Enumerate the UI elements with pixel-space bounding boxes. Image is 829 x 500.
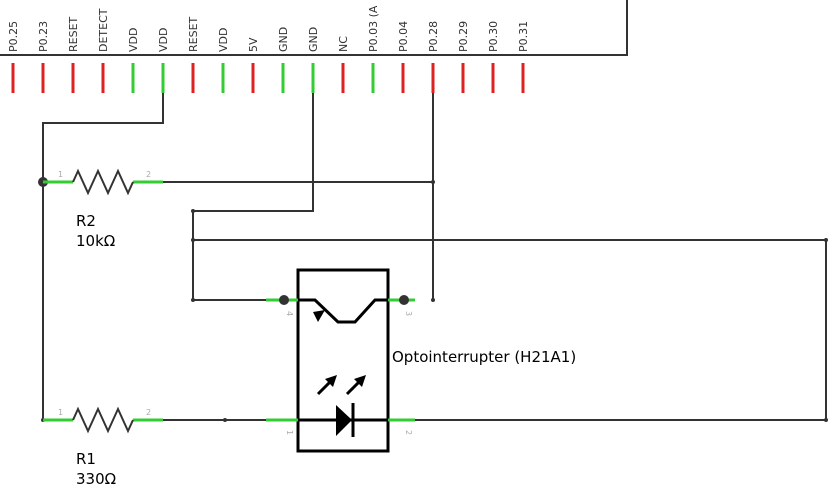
header-pin[interactable]: DETECT xyxy=(97,8,110,93)
junction-dot xyxy=(191,298,195,302)
header-pin-label: P0.04 xyxy=(397,21,410,52)
header-pin-label: VDD xyxy=(157,28,170,52)
header-pin-label: VDD xyxy=(217,28,230,52)
header-pin[interactable]: P0.25 xyxy=(7,21,20,93)
header-pin-label: VDD xyxy=(127,28,140,52)
resistor-r1[interactable]: 1 2 R1 330Ω xyxy=(43,406,163,488)
header-pin[interactable]: NC xyxy=(337,36,350,93)
header-pin-label: GND xyxy=(307,27,320,52)
header-pin[interactable]: RESET xyxy=(187,16,200,93)
header-pin[interactable]: RESET xyxy=(67,16,80,93)
opto-pin4-dot xyxy=(279,295,289,305)
opto-pin3-number: 3 xyxy=(404,311,413,316)
opto-pin4-number: 4 xyxy=(285,311,294,316)
header-pin-label: RESET xyxy=(187,16,200,52)
header-pin[interactable]: 5V xyxy=(247,37,260,93)
light-arrowhead-icon xyxy=(325,375,337,387)
opto-pin3-dot xyxy=(399,295,409,305)
header-pin[interactable]: P0.28 xyxy=(427,21,440,93)
r1-zigzag xyxy=(72,406,134,434)
opto-pin2-number: 2 xyxy=(404,430,413,435)
header-pin-label: GND xyxy=(277,27,290,52)
header-pin[interactable]: GND xyxy=(277,27,290,93)
header-pin-label: P0.31 xyxy=(517,21,530,52)
header-pin[interactable]: VDD xyxy=(157,28,170,93)
header-pins: P0.25 P0.23 RESET DETECT VDD VDD RESET VDD 5V GND… xyxy=(7,5,530,93)
r2-zigzag xyxy=(72,168,134,196)
wire-gnd-to-opto-pin4[interactable] xyxy=(192,93,314,301)
header-pin[interactable]: GND xyxy=(307,27,320,93)
junction-dot xyxy=(191,209,195,213)
header-pin-label: 5V xyxy=(247,37,260,52)
header-pin[interactable]: P0.31 xyxy=(517,21,530,93)
header-pin-label: P0.29 xyxy=(457,21,470,52)
r2-pin1-label: 1 xyxy=(58,170,63,179)
header-pin[interactable]: P0.03 (A xyxy=(367,5,380,93)
junction-dot xyxy=(824,418,828,422)
light-arrowhead-icon xyxy=(354,375,366,387)
r1-name: R1 xyxy=(76,450,96,468)
header-pin[interactable]: P0.29 xyxy=(457,21,470,93)
opto-pin1-number: 1 xyxy=(285,430,294,435)
phototransistor-symbol xyxy=(298,298,388,324)
junction-dot xyxy=(431,298,435,302)
wires xyxy=(42,93,827,421)
junction-dot xyxy=(824,238,828,242)
header-pin-label: NC xyxy=(337,36,350,52)
r2-name: R2 xyxy=(76,212,96,230)
header-pin[interactable]: P0.30 xyxy=(487,21,500,93)
board-outline xyxy=(0,0,628,56)
resistor-r2[interactable]: 1 2 R2 10kΩ xyxy=(43,168,163,250)
header-pin[interactable]: VDD xyxy=(217,28,230,93)
header-pin-label: P0.28 xyxy=(427,21,440,52)
junction-dot xyxy=(431,180,435,184)
junction-dot xyxy=(223,418,227,422)
junction-dot xyxy=(191,238,195,242)
r2-pin2-label: 2 xyxy=(146,170,151,179)
header-pin-label: P0.30 xyxy=(487,21,500,52)
r1-pin1-label: 1 xyxy=(58,408,63,417)
phototransistor-emitter-arrow-icon xyxy=(313,310,325,322)
header-pin-label: P0.03 (A xyxy=(367,5,380,52)
r1-pin2-label: 2 xyxy=(146,408,151,417)
header-pin[interactable]: P0.04 xyxy=(397,21,410,93)
r1-value: 330Ω xyxy=(76,470,116,488)
header-pin-label: DETECT xyxy=(97,8,110,52)
opto-body xyxy=(296,268,390,453)
header-pin-label: RESET xyxy=(67,16,80,52)
led-diode-icon xyxy=(336,405,352,436)
r2-value: 10kΩ xyxy=(76,232,115,250)
header-pin-label: P0.25 xyxy=(7,21,20,52)
header-pin[interactable]: VDD xyxy=(127,28,140,93)
header-pin[interactable]: P0.23 xyxy=(37,21,50,93)
header-pin-label: P0.23 xyxy=(37,21,50,52)
optointerrupter-h21a1[interactable]: 4 3 1 2 Optointerrupter (H21A1) xyxy=(266,268,576,453)
opto-label: Optointerrupter (H21A1) xyxy=(392,348,576,366)
wire-vdd-to-resistors[interactable] xyxy=(42,93,164,420)
wire-gnd-to-opto-pin2[interactable] xyxy=(193,239,827,421)
